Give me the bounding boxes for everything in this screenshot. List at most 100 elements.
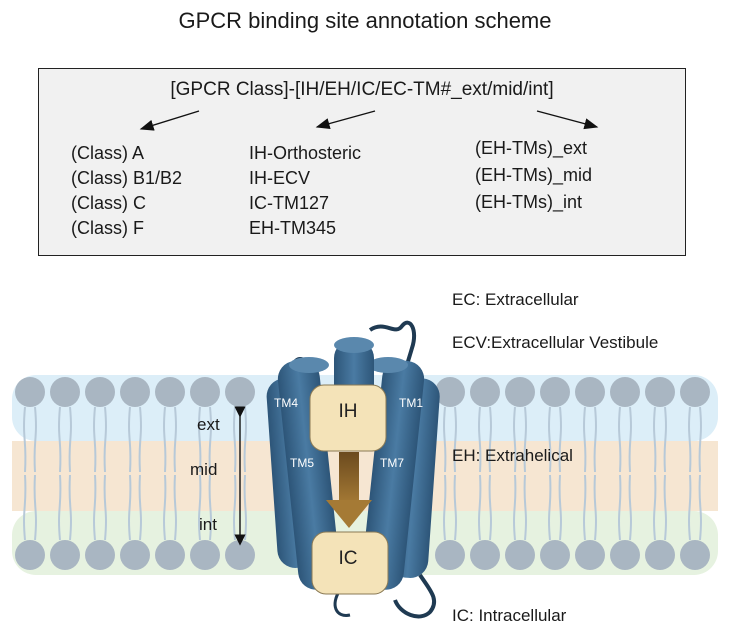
lipid-tail: [23, 474, 27, 541]
lipid-head-inner: [190, 540, 220, 570]
legend-extrahelical: EH: Extrahelical: [452, 446, 573, 465]
lipid-head-inner: [120, 540, 150, 570]
label-tm7: TM7: [380, 456, 404, 470]
lipid-head-inner: [645, 540, 675, 570]
lipid-tail: [58, 406, 62, 473]
lipid-tail: [68, 406, 72, 473]
helix-top-center: [334, 337, 374, 353]
lipid-tail: [548, 474, 552, 541]
label-ic-pocket: IC: [338, 548, 358, 569]
lipid-tail: [488, 406, 492, 473]
lipid-tail: [558, 474, 562, 541]
lipid-tail: [628, 406, 632, 473]
class-item: (Class) A: [71, 143, 145, 163]
lipid-tail: [523, 474, 527, 541]
lipid-head-outer: [120, 377, 150, 407]
lipid-tail: [698, 406, 702, 473]
lipid-tail: [478, 406, 482, 473]
lipid-head-outer: [435, 377, 465, 407]
lipid-head-outer: [50, 377, 80, 407]
lipid-tail: [478, 474, 482, 541]
lipid-tail: [443, 474, 447, 541]
class-item: (Class) B1/B2: [71, 168, 183, 188]
lipid-head-outer: [15, 377, 45, 407]
scheme-header: [GPCR Class]-[IH/EH/IC/EC-TM#_ext/mid/in…: [170, 79, 554, 100]
arrow-to-site: [315, 110, 376, 130]
lipid-tail: [593, 406, 597, 473]
lipid-head-inner: [610, 540, 640, 570]
site-item: IH-Orthosteric: [249, 143, 362, 163]
lipid-head-inner: [435, 540, 465, 570]
class-column: (Class) A (Class) B1/B2 (Class) C (Class…: [71, 141, 182, 241]
lipid-head-outer: [85, 377, 115, 407]
lipid-tail: [103, 406, 107, 473]
lipid-head-inner: [155, 540, 185, 570]
lipid-head-outer: [610, 377, 640, 407]
lipid-tail: [138, 474, 142, 541]
lipid-tail: [128, 406, 132, 473]
lipid-tail: [443, 406, 447, 473]
lipid-head-outer: [505, 377, 535, 407]
helix-top-tm7: [368, 357, 408, 373]
lipid-tail: [198, 406, 202, 473]
lipid-tail: [93, 474, 97, 541]
lipid-tail: [663, 474, 667, 541]
lipid-head-inner: [470, 540, 500, 570]
lipid-tail: [163, 406, 167, 473]
lipid-tail: [583, 406, 587, 473]
depth-label-int: int: [199, 515, 217, 534]
lipid-head-inner: [225, 540, 255, 570]
pathway-arrow-shaft: [339, 452, 359, 504]
lipid-head-outer: [645, 377, 675, 407]
lipid-tail: [513, 474, 517, 541]
lipid-tail: [523, 406, 527, 473]
class-item: (Class) C: [71, 193, 146, 213]
lipid-tail: [173, 406, 177, 473]
lipid-heads: [15, 377, 710, 570]
depth-item: (EH-TMs)_int: [475, 192, 582, 212]
lipid-tail: [58, 474, 62, 541]
label-tm4: TM4: [274, 396, 298, 410]
lipid-tail: [513, 406, 517, 473]
lipid-head-inner: [50, 540, 80, 570]
depth-column: (EH-TMs)_ext (EH-TMs)_mid (EH-TMs)_int: [475, 135, 592, 216]
lipid-head-outer: [470, 377, 500, 407]
site-item: IH-ECV: [249, 168, 311, 188]
label-tm1: TM1: [399, 396, 423, 410]
lipid-tail: [173, 474, 177, 541]
legend-extracellular: EC: Extracellular: [452, 290, 579, 309]
c-terminus: [393, 573, 437, 619]
annotation-scheme-box: [GPCR Class]-[IH/EH/IC/EC-TM#_ext/mid/in…: [38, 68, 686, 256]
scheme-arrows: [139, 110, 599, 131]
lipid-tail: [453, 474, 457, 541]
legend-intracellular: IC: Intracellular: [452, 606, 567, 625]
lipid-head-outer: [190, 377, 220, 407]
lipid-tail: [688, 474, 692, 541]
lipid-tail: [198, 474, 202, 541]
lipid-head-inner: [15, 540, 45, 570]
lipid-tail: [698, 474, 702, 541]
lipid-tail: [548, 406, 552, 473]
pocket-ic: [311, 531, 389, 595]
lipid-tail: [628, 474, 632, 541]
lipid-head-outer: [540, 377, 570, 407]
label-ih-pocket: IH: [338, 401, 358, 422]
lipid-head-inner: [575, 540, 605, 570]
depth-label-ext: ext: [197, 415, 220, 434]
lipid-tail: [653, 406, 657, 473]
lipid-tail: [208, 406, 212, 473]
lipid-tail: [618, 474, 622, 541]
pathway-arrow-head: [326, 500, 372, 528]
lipid-tail: [453, 406, 457, 473]
depth-label-mid: mid: [190, 460, 218, 479]
site-column: IH-Orthosteric IH-ECV IC-TM127 EH-TM345: [249, 141, 361, 241]
lipid-tail: [583, 474, 587, 541]
lipid-head-outer: [575, 377, 605, 407]
lipid-tail: [208, 474, 212, 541]
lipid-tail: [663, 406, 667, 473]
page-title: GPCR binding site annotation scheme: [178, 8, 552, 33]
site-item: IC-TM127: [249, 193, 330, 213]
lipid-tails: [23, 406, 702, 541]
lipid-tail: [163, 474, 167, 541]
